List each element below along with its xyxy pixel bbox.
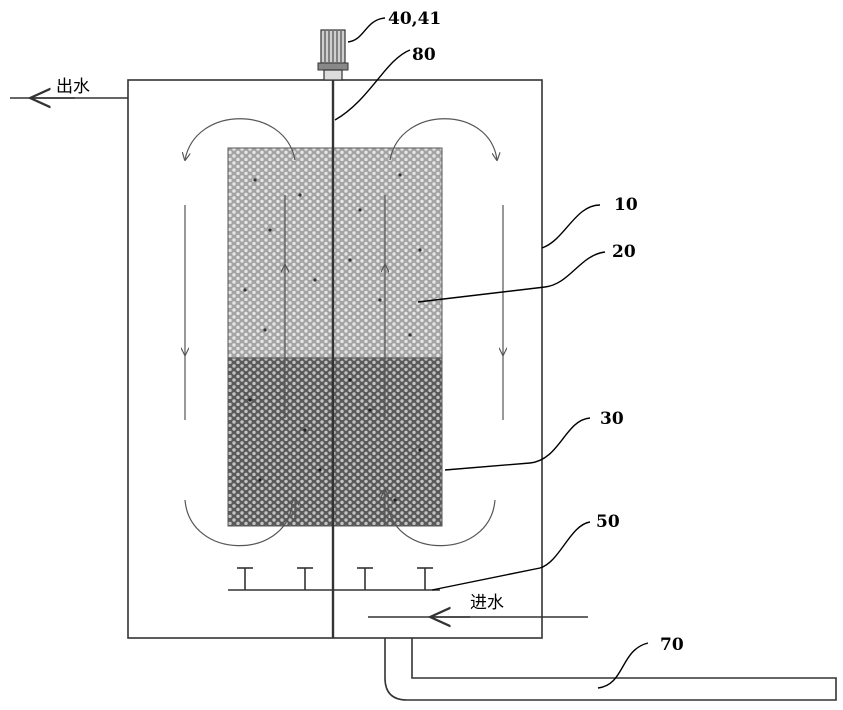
- motor-label: 40,41: [388, 9, 441, 29]
- outlet-label: 出水: [56, 77, 90, 97]
- aerator-label: 50: [596, 512, 620, 532]
- leader-upper-media: [417, 251, 606, 303]
- shaft-label: 80: [412, 45, 436, 65]
- discharge-pipe: [384, 638, 837, 701]
- upper-media-label: 20: [612, 242, 636, 262]
- upper-media: [227, 147, 443, 359]
- circulation-arrow-icon: [389, 118, 497, 160]
- motor-icon: [317, 29, 349, 81]
- media-particles: [243, 173, 422, 502]
- pipe-label: 70: [660, 635, 684, 655]
- aerator: [228, 567, 440, 591]
- leader-aerator: [431, 521, 591, 591]
- leader-pipe: [597, 642, 649, 689]
- circulation-arrow-icon: [184, 499, 293, 547]
- leader-motor: [347, 17, 386, 43]
- circulation-arrow-icon: [185, 118, 296, 160]
- leader-tank: [541, 204, 601, 249]
- tank-label: 10: [614, 195, 638, 215]
- leader-lower-media: [444, 417, 591, 471]
- leader-shaft: [334, 49, 411, 121]
- circulation-arrow-icon: [387, 499, 496, 547]
- inlet-label: 进水: [470, 593, 504, 613]
- lower-media: [227, 357, 443, 527]
- lower-media-label: 30: [600, 409, 624, 429]
